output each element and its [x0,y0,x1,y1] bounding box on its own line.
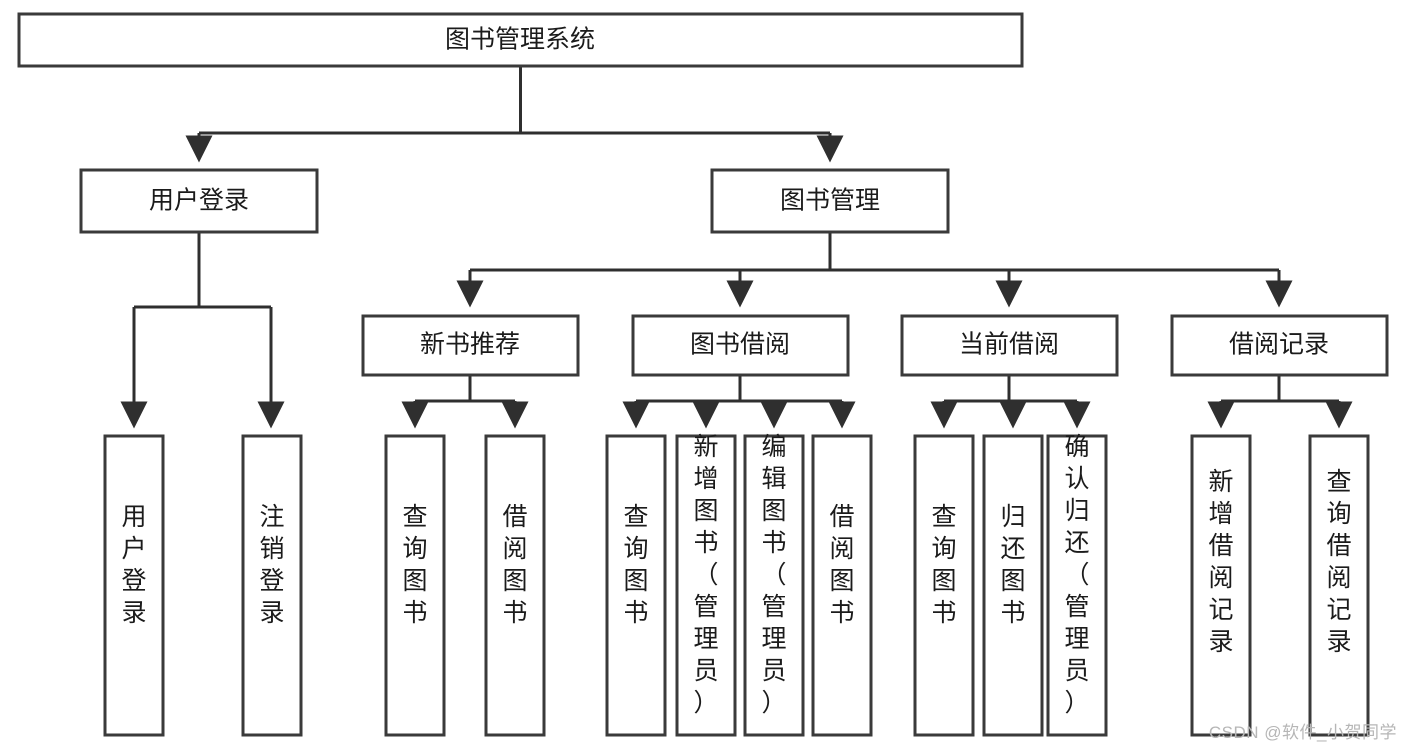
leaf-br-add-record-label: 新增借阅记录 [1208,468,1233,656]
leaf-bb-query-book-box[interactable] [605,434,667,737]
leaf-nbr-query-book-box[interactable] [384,434,446,737]
leaf-bb-edit-book-label: 编辑图书（管理员） [761,433,786,717]
leaf-bb-edit-book-box[interactable] [743,434,805,737]
node-root-box[interactable] [17,12,1024,68]
node-book-management[interactable]: 图书管理 [710,168,950,234]
leaf-node[interactable]: 借阅图书 [811,434,873,737]
leaf-cb-query-book-box[interactable] [913,434,975,737]
leaf-br-add-record-box[interactable] [1190,434,1252,737]
leaf-logout-box[interactable] [241,434,303,737]
node-book-management-box[interactable] [710,168,950,234]
leaf-logout-label: 注销登录 [259,503,284,627]
leaf-br-query-record-label: 查询借阅记录 [1326,468,1351,656]
leaf-node[interactable]: 归还图书 [982,434,1044,737]
leaf-node[interactable]: 确认归还（管理员） [1046,433,1108,737]
leaf-node[interactable]: 查询图书 [605,434,667,737]
node-user-login-label: 用户登录 [149,187,249,215]
leaf-cb-confirm-return-box[interactable] [1046,434,1108,737]
leaf-cb-confirm-return-label: 确认归还（管理员） [1064,433,1089,717]
leaf-bb-borrow-book-box[interactable] [811,434,873,737]
connector-layer [120,66,1353,429]
node-root-label: 图书管理系统 [445,26,595,54]
leaf-bb-add-book-label: 新增图书（管理员） [693,433,718,717]
leaf-node[interactable]: 新增图书（管理员） [675,433,737,737]
node-user-login[interactable]: 用户登录 [79,168,319,234]
node-new-book-recommend[interactable]: 新书推荐 [361,314,580,377]
node-book-management-label: 图书管理 [780,187,880,215]
node-user-login-box[interactable] [79,168,319,234]
leaf-cb-return-book-label: 归还图书 [1000,503,1025,627]
node-borrow-record-box[interactable] [1170,314,1389,377]
leaf-bb-add-book-box[interactable] [675,434,737,737]
leaf-node[interactable]: 注销登录 [241,434,303,737]
leaf-br-query-record-box[interactable] [1308,434,1370,737]
node-book-borrow-box[interactable] [631,314,850,377]
leaf-user-login-label: 用户登录 [121,503,146,627]
leaf-nbr-query-book-label: 查询图书 [402,503,427,627]
node-new-book-recommend-label: 新书推荐 [420,331,520,359]
node-new-book-recommend-box[interactable] [361,314,580,377]
leaf-node[interactable]: 新增借阅记录 [1190,434,1252,737]
leaf-node[interactable]: 查询图书 [384,434,446,737]
node-book-borrow[interactable]: 图书借阅 [631,314,850,377]
leaf-cb-return-book-box[interactable] [982,434,1044,737]
leaf-node[interactable]: 编辑图书（管理员） [743,433,805,737]
leaf-node[interactable]: 查询图书 [913,434,975,737]
node-borrow-record[interactable]: 借阅记录 [1170,314,1389,377]
node-current-borrow[interactable]: 当前借阅 [900,314,1119,377]
node-borrow-record-label: 借阅记录 [1229,331,1329,359]
leaf-bb-query-book-label: 查询图书 [623,503,648,627]
node-root[interactable]: 图书管理系统 [17,12,1024,68]
leaf-cb-query-book-label: 查询图书 [931,503,956,627]
node-book-borrow-label: 图书借阅 [690,331,790,359]
leaf-node[interactable]: 用户登录 [103,434,165,737]
node-current-borrow-label: 当前借阅 [959,331,1059,359]
leaf-user-login-box[interactable] [103,434,165,737]
leaf-nbr-borrow-book-label: 借阅图书 [502,503,527,627]
leaf-node[interactable]: 借阅图书 [484,434,546,737]
leaf-node[interactable]: 查询借阅记录 [1308,434,1370,737]
leaf-bb-borrow-book-label: 借阅图书 [829,503,854,627]
node-current-borrow-box[interactable] [900,314,1119,377]
leaf-nbr-borrow-book-box[interactable] [484,434,546,737]
